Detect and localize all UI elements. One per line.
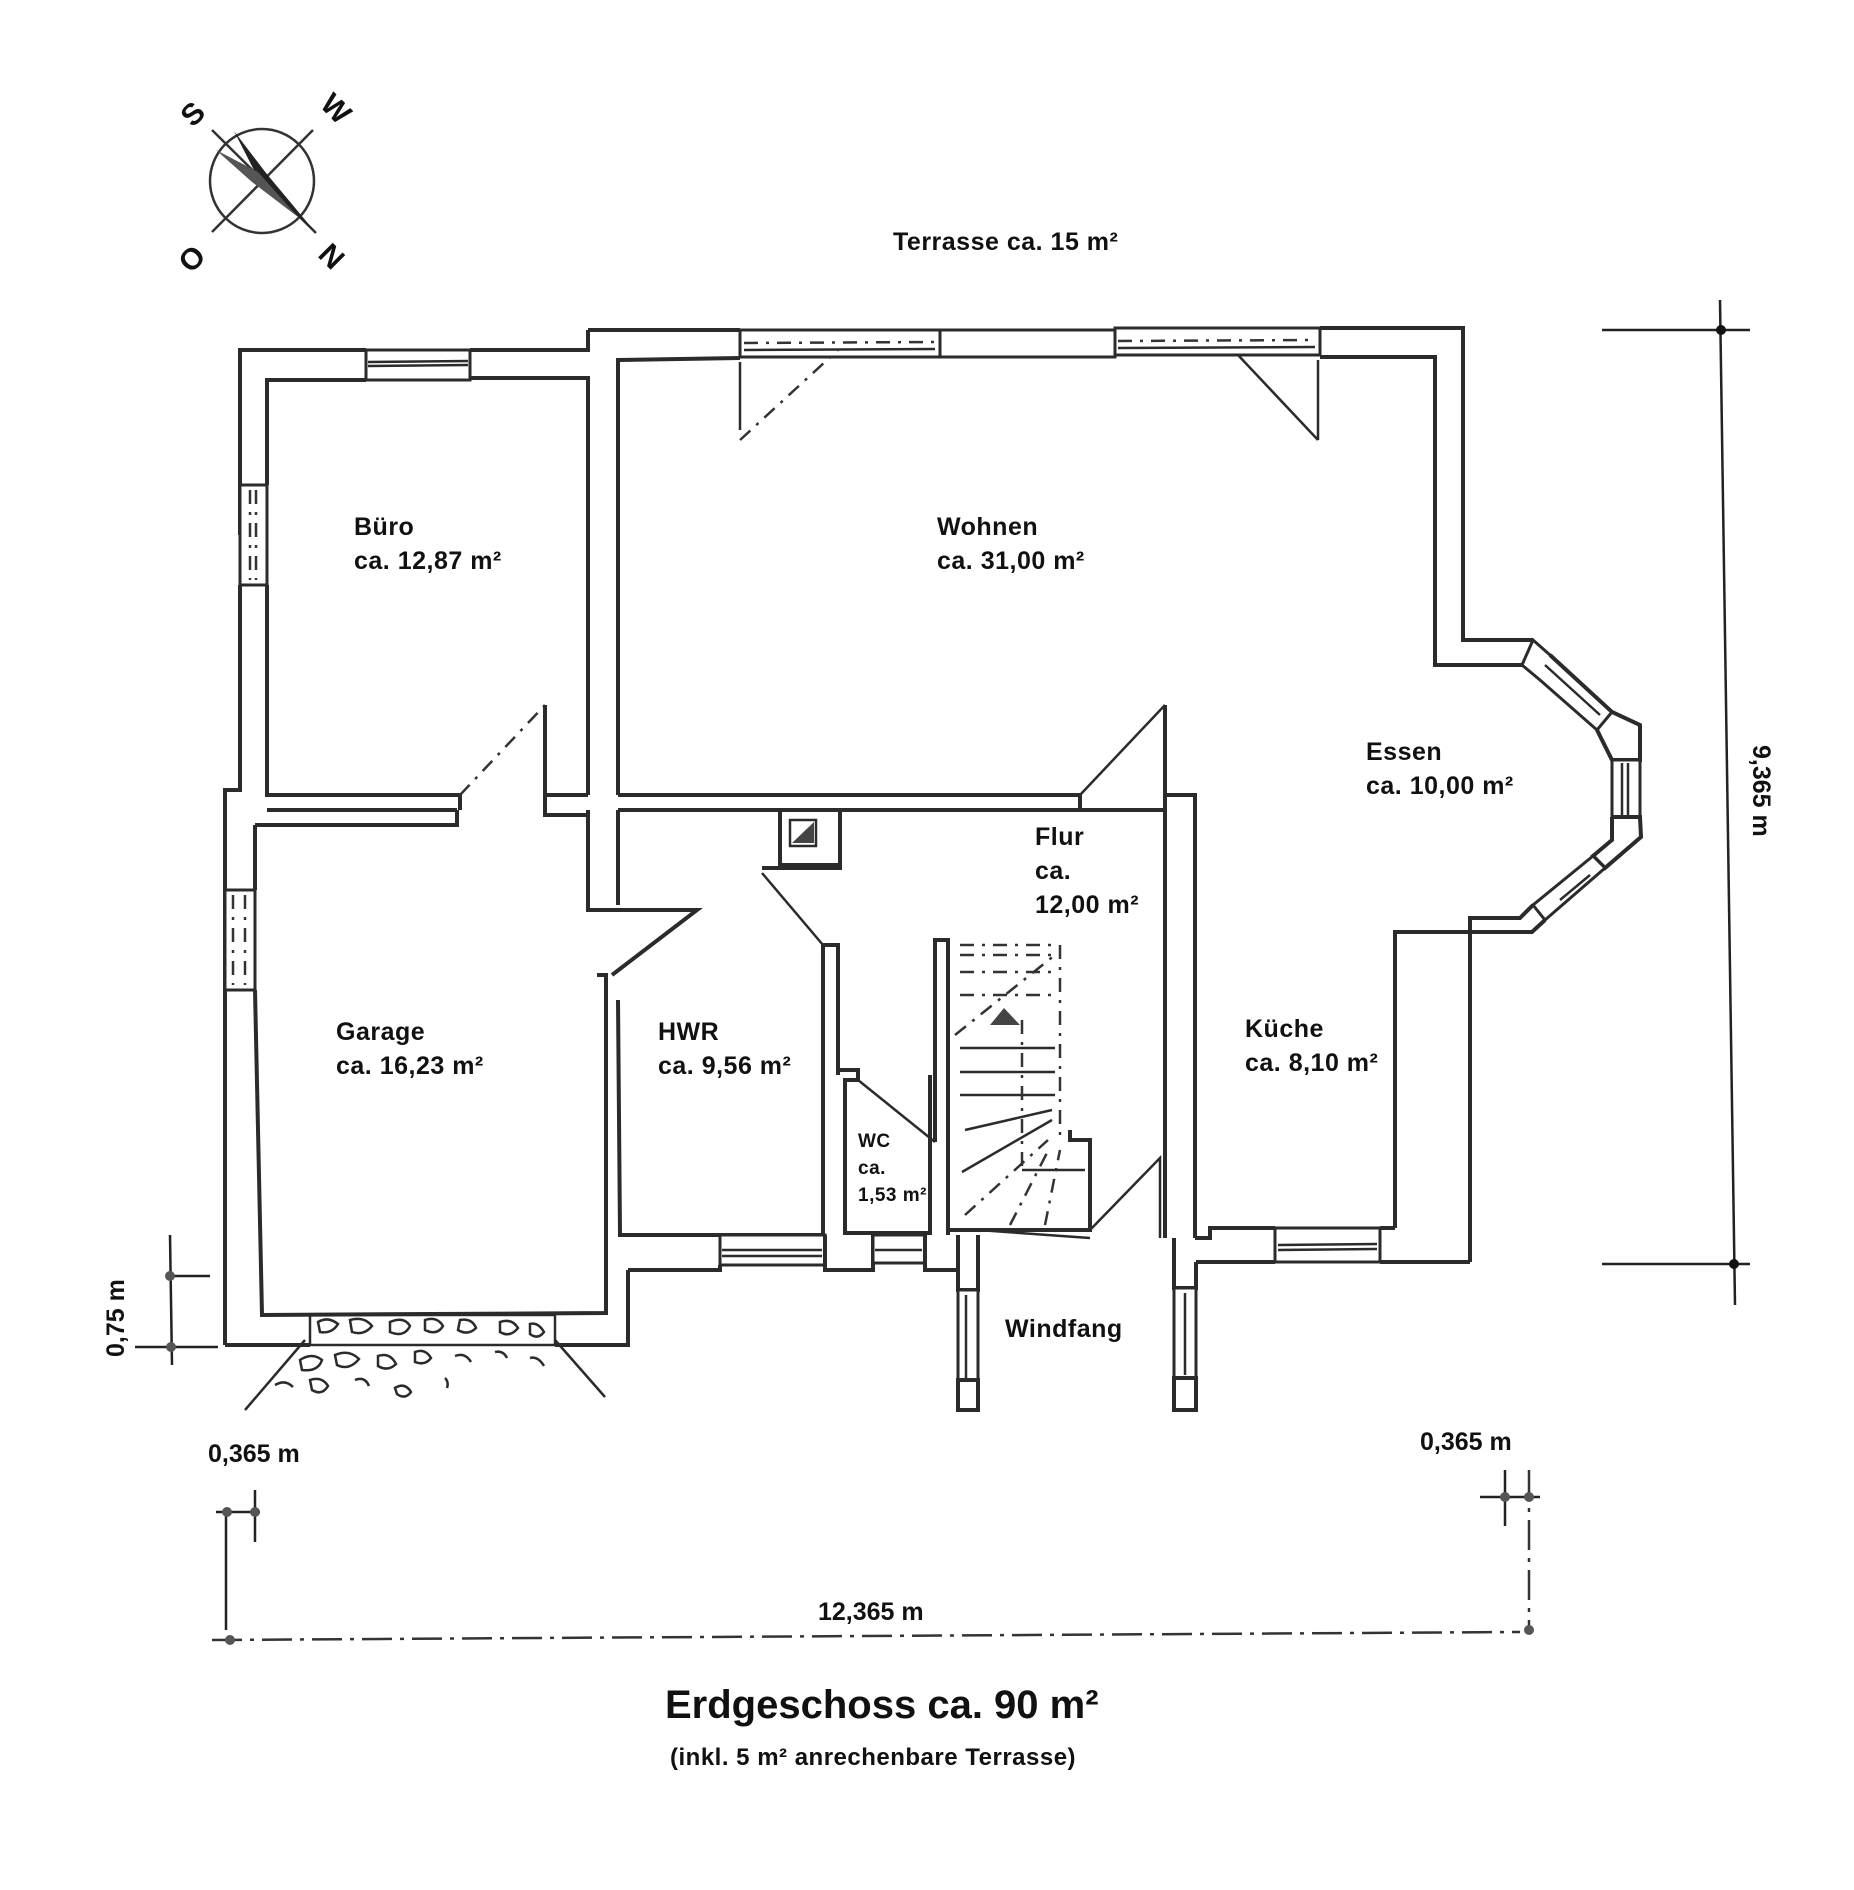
room-area: ca. 10,00 m² bbox=[1366, 772, 1514, 800]
dimension-wall-left-label: 0,365 m bbox=[208, 1440, 300, 1468]
compass-letter-w: W bbox=[314, 87, 358, 131]
room-name: Wohnen bbox=[937, 513, 1039, 541]
room-area-line1: ca. bbox=[1035, 857, 1072, 885]
window bbox=[238, 483, 269, 587]
gravel-pattern bbox=[274, 1317, 546, 1398]
room-area-line2: 12,00 m² bbox=[1035, 891, 1140, 919]
room-label-wohnen: Wohnen ca. 31,00 m² bbox=[937, 510, 1085, 578]
room-name: Büro bbox=[354, 513, 415, 541]
room-name: Flur bbox=[1035, 823, 1085, 851]
garage-door bbox=[308, 1313, 557, 1347]
plan-subtitle: (inkl. 5 m² anrechenbare Terrasse) bbox=[670, 1744, 1077, 1771]
compass-letter-o: O bbox=[172, 239, 212, 279]
room-label-essen: Essen ca. 10,00 m² bbox=[1366, 735, 1514, 803]
compass-letter-s: S bbox=[174, 96, 211, 133]
window bbox=[223, 888, 257, 992]
room-label-windfang: Windfang bbox=[1005, 1312, 1123, 1346]
room-label-flur: Flur ca. 12,00 m² bbox=[1035, 820, 1139, 922]
room-area: ca. 31,00 m² bbox=[937, 547, 1085, 575]
room-name: Essen bbox=[1366, 738, 1443, 766]
window bbox=[956, 1288, 980, 1382]
room-name: Küche bbox=[1245, 1015, 1324, 1043]
dimension-garage-offset bbox=[135, 1234, 218, 1366]
dimension-height bbox=[1602, 299, 1750, 1306]
room-name: WC bbox=[858, 1131, 891, 1152]
room-area-line2: 1,53 m² bbox=[858, 1185, 927, 1206]
dimension-height-label: 9,365 m bbox=[1747, 745, 1775, 837]
dimension-width bbox=[211, 1470, 1540, 1645]
window bbox=[738, 328, 942, 359]
window bbox=[1610, 758, 1642, 819]
dimension-width-label: 12,365 m bbox=[818, 1598, 924, 1626]
room-label-buero: Büro ca. 12,87 m² bbox=[354, 510, 502, 578]
window bbox=[938, 328, 1117, 359]
terrace-label: Terrasse ca. 15 m² bbox=[893, 228, 1119, 256]
wall-hwr-flur bbox=[586, 704, 1470, 1412]
dimension-wall-right-label: 0,365 m bbox=[1420, 1428, 1512, 1456]
chimney-icon bbox=[788, 818, 818, 848]
wall-wohnen bbox=[588, 326, 1533, 812]
compass-icon: S W O N bbox=[172, 87, 357, 279]
staircase bbox=[948, 943, 1092, 1232]
room-area-line1: ca. bbox=[858, 1158, 886, 1179]
room-area: ca. 9,56 m² bbox=[658, 1052, 792, 1080]
room-name: Garage bbox=[336, 1018, 426, 1046]
room-area: ca. 16,23 m² bbox=[336, 1052, 484, 1080]
room-label-garage: Garage ca. 16,23 m² bbox=[336, 1015, 484, 1083]
wall-buero bbox=[223, 330, 590, 1345]
room-name: HWR bbox=[658, 1018, 720, 1046]
room-label-hwr: HWR ca. 9,56 m² bbox=[658, 1015, 791, 1083]
room-label-kueche: Küche ca. 8,10 m² bbox=[1245, 1012, 1378, 1080]
dimension-garage-offset-label: 0,75 m bbox=[102, 1279, 130, 1357]
room-name: Windfang bbox=[1005, 1315, 1123, 1343]
room-area: ca. 12,87 m² bbox=[354, 547, 502, 575]
wall-bay-window bbox=[1393, 637, 1644, 1262]
plan-title: Erdgeschoss ca. 90 m² bbox=[665, 1683, 1099, 1727]
compass-letter-n: N bbox=[312, 237, 351, 276]
wall-garage bbox=[223, 808, 630, 1411]
room-label-wc: WC ca. 1,53 m² bbox=[858, 1128, 927, 1209]
room-area: ca. 8,10 m² bbox=[1245, 1049, 1379, 1077]
